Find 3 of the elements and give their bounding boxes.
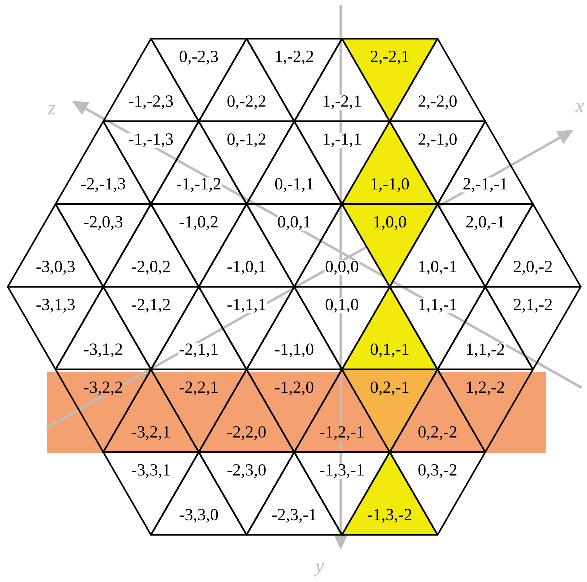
axis-label: y [314,563,324,577]
axis-label: z [48,105,56,115]
axis-label: x [575,103,584,113]
